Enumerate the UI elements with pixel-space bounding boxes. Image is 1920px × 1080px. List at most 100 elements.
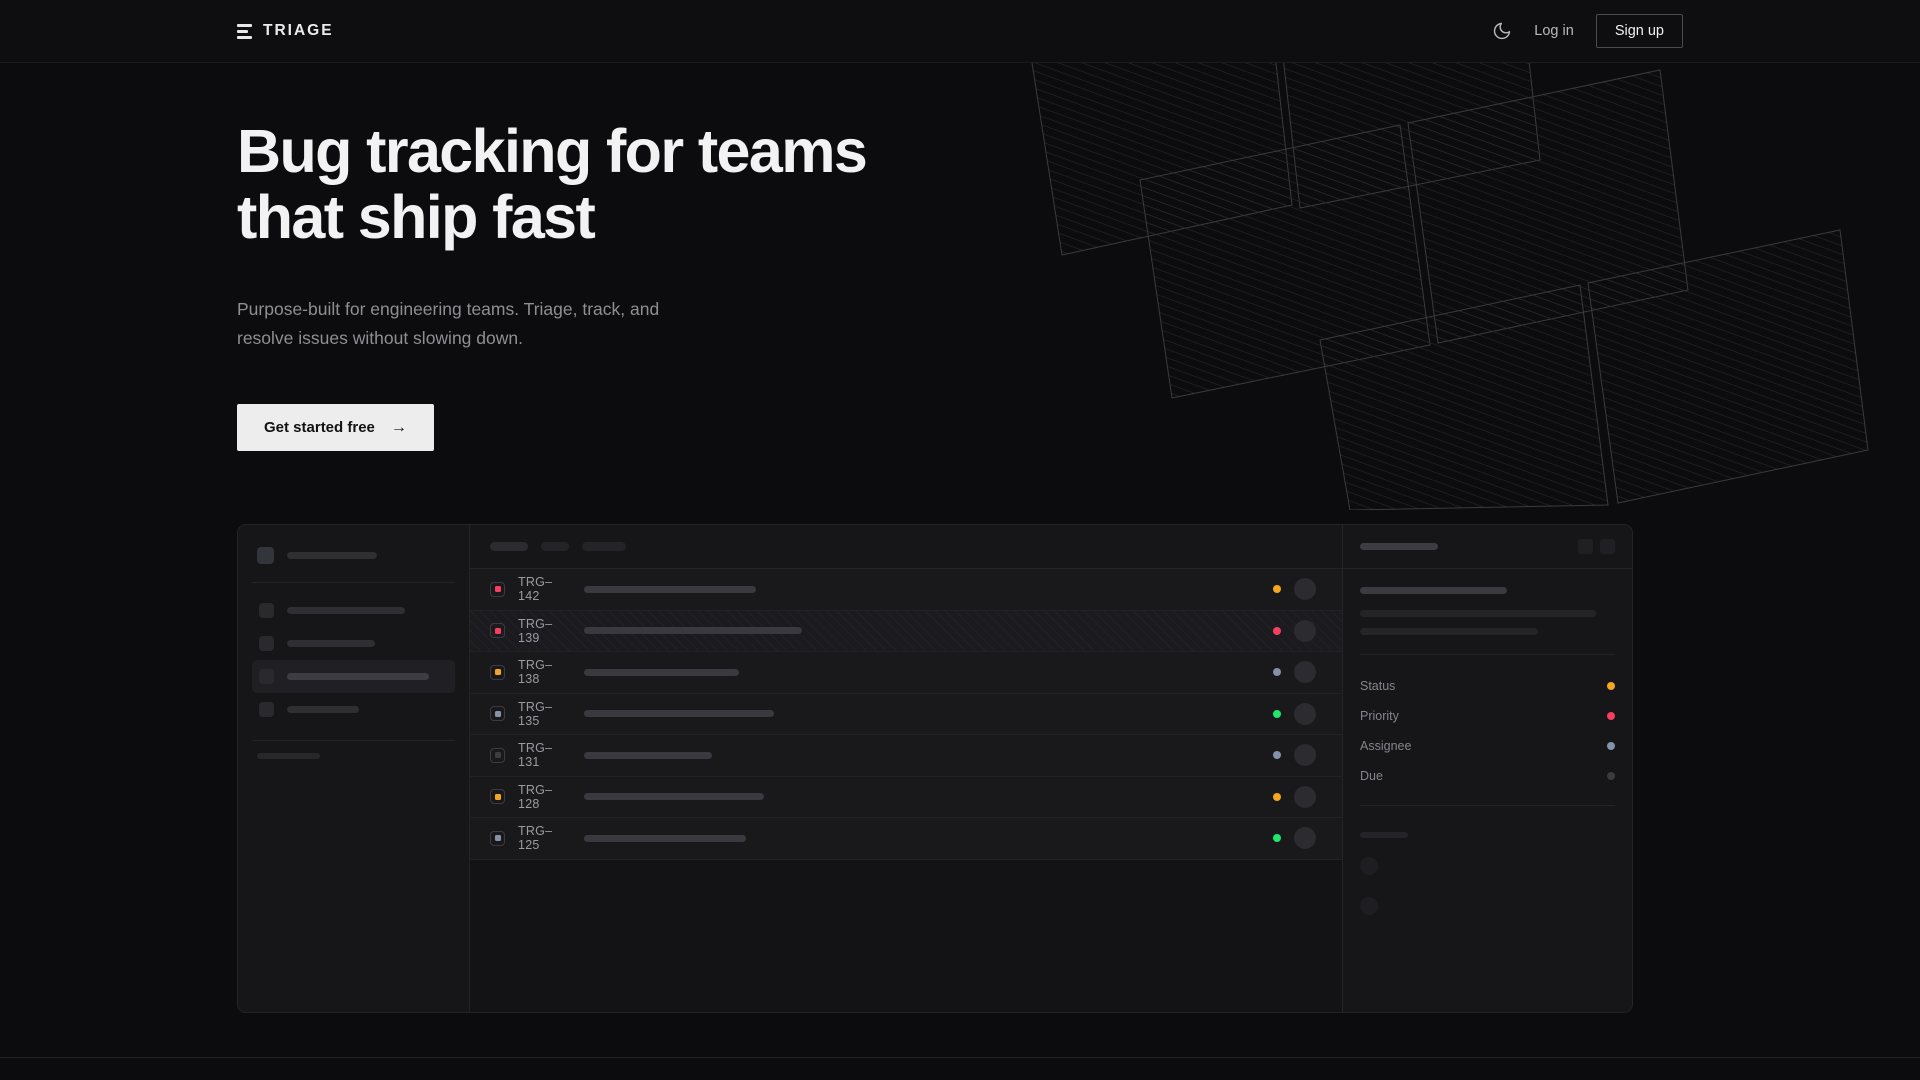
detail-body: Status Priority Assignee Due bbox=[1343, 569, 1632, 822]
detail-divider bbox=[1360, 654, 1615, 655]
status-dot bbox=[1273, 626, 1281, 635]
comment-avatar bbox=[1360, 897, 1378, 915]
workspace-name-skeleton bbox=[287, 552, 377, 559]
site-header: TRIAGE Log in Sign up bbox=[0, 0, 1920, 63]
sidebar-mini-item[interactable] bbox=[252, 781, 455, 789]
issue-rows: TRG–142 TRG–139 TRG–138 TRG–135 bbox=[470, 569, 1342, 860]
priority-indicator bbox=[490, 581, 505, 597]
issue-title-skeleton bbox=[584, 710, 774, 718]
triage-logo-icon bbox=[237, 23, 252, 39]
toolbar-control[interactable] bbox=[582, 542, 626, 551]
table-row[interactable]: TRG–135 bbox=[470, 694, 1342, 735]
status-dot bbox=[1273, 792, 1281, 801]
workspace-switcher[interactable] bbox=[252, 541, 455, 576]
status-dot bbox=[1273, 834, 1281, 843]
meta-value-dot bbox=[1607, 682, 1615, 690]
mockup-sidebar bbox=[238, 525, 470, 1012]
issue-id: TRG–135 bbox=[518, 699, 553, 728]
hero-subheading: Purpose-built for engineering teams. Tri… bbox=[237, 299, 660, 348]
row-meta bbox=[1273, 785, 1316, 808]
moon-icon[interactable] bbox=[1492, 21, 1512, 41]
issue-title-skeleton bbox=[584, 793, 764, 801]
signup-button[interactable]: Sign up bbox=[1595, 14, 1683, 48]
issue-id: TRG–125 bbox=[518, 824, 553, 853]
issue-id: TRG–131 bbox=[518, 741, 553, 770]
header-actions: Log in Sign up bbox=[1492, 14, 1683, 48]
priority-indicator bbox=[490, 623, 505, 639]
meta-value-dot bbox=[1607, 772, 1615, 780]
hero-heading: Bug tracking for teams that ship fast bbox=[237, 117, 868, 252]
nav-item-label-skeleton bbox=[287, 673, 429, 680]
sidebar-nav-item[interactable] bbox=[252, 693, 455, 726]
sidebar-section-label-skeleton bbox=[257, 753, 320, 759]
meta-row[interactable]: Due bbox=[1360, 761, 1615, 791]
detail-heading-skeleton bbox=[1360, 587, 1507, 594]
table-row[interactable]: TRG–125 bbox=[470, 818, 1342, 860]
hero-section: Bug tracking for teams that ship fast Pu… bbox=[237, 117, 868, 452]
table-row[interactable]: TRG–142 bbox=[470, 569, 1342, 611]
table-row[interactable]: TRG–131 bbox=[470, 735, 1342, 777]
status-dot bbox=[1273, 585, 1281, 594]
list-empty-space bbox=[470, 859, 1342, 1012]
get-started-button[interactable]: Get started free → bbox=[237, 404, 434, 452]
avatar bbox=[1294, 702, 1316, 725]
table-row[interactable]: TRG–128 bbox=[470, 777, 1342, 818]
detail-actions bbox=[1578, 539, 1615, 554]
brand-logo[interactable]: TRIAGE bbox=[237, 22, 334, 40]
detail-action-button[interactable] bbox=[1578, 539, 1593, 554]
login-link[interactable]: Log in bbox=[1534, 23, 1574, 39]
issue-title-skeleton bbox=[584, 751, 712, 759]
meta-row[interactable]: Priority bbox=[1360, 701, 1615, 731]
priority-indicator bbox=[490, 789, 505, 805]
status-dot bbox=[1273, 668, 1281, 677]
meta-value-dot bbox=[1607, 712, 1615, 720]
comment-avatar bbox=[1360, 857, 1378, 875]
row-meta bbox=[1273, 744, 1316, 767]
app-preview-mockup: TRG–142 TRG–139 TRG–138 TRG–135 bbox=[237, 524, 1633, 1013]
detail-text-skeleton bbox=[1360, 628, 1538, 635]
meta-label: Status bbox=[1360, 679, 1396, 693]
meta-row[interactable]: Assignee bbox=[1360, 731, 1615, 761]
sidebar-mini-item[interactable] bbox=[252, 813, 455, 821]
priority-indicator bbox=[490, 747, 505, 763]
detail-footer-label-skeleton bbox=[1360, 832, 1408, 838]
row-meta bbox=[1273, 619, 1316, 642]
issue-title-skeleton bbox=[584, 627, 802, 635]
sidebar-mini-item[interactable] bbox=[252, 845, 455, 853]
avatar bbox=[1294, 827, 1316, 850]
list-toolbar bbox=[470, 525, 1342, 569]
table-row[interactable]: TRG–138 bbox=[470, 652, 1342, 694]
toolbar-control[interactable] bbox=[541, 542, 569, 551]
status-dot bbox=[1273, 709, 1281, 718]
meta-label: Assignee bbox=[1360, 739, 1412, 753]
row-meta bbox=[1273, 827, 1316, 850]
sidebar-nav-item[interactable] bbox=[252, 594, 455, 627]
row-meta bbox=[1273, 578, 1316, 601]
sidebar-nav bbox=[252, 594, 455, 726]
nav-item-icon bbox=[259, 702, 274, 717]
decorative-line-art bbox=[1029, 40, 1869, 510]
table-row[interactable]: TRG–139 bbox=[470, 610, 1342, 652]
mockup-issue-list: TRG–142 TRG–139 TRG–138 TRG–135 bbox=[470, 525, 1342, 1012]
row-meta bbox=[1273, 702, 1316, 725]
arrow-right-icon: → bbox=[390, 418, 407, 436]
toolbar-control[interactable] bbox=[490, 542, 528, 551]
issue-title-skeleton bbox=[584, 834, 746, 842]
avatar bbox=[1294, 744, 1316, 767]
issue-id: TRG–139 bbox=[518, 616, 553, 645]
cta-label: Get started free bbox=[264, 419, 375, 437]
status-dot bbox=[1273, 751, 1281, 760]
detail-action-button[interactable] bbox=[1600, 539, 1615, 554]
sidebar-nav-item[interactable] bbox=[252, 660, 455, 693]
issue-id: TRG–128 bbox=[518, 782, 553, 811]
detail-text-skeleton bbox=[1360, 610, 1596, 617]
issue-id: TRG–138 bbox=[518, 658, 553, 687]
workspace-avatar bbox=[257, 547, 274, 564]
sidebar-nav-item[interactable] bbox=[252, 627, 455, 660]
mockup-detail-panel: Status Priority Assignee Due bbox=[1342, 525, 1632, 1012]
meta-row[interactable]: Status bbox=[1360, 671, 1615, 701]
issue-title-skeleton bbox=[584, 585, 756, 593]
detail-divider-2 bbox=[1360, 805, 1615, 806]
brand-name: TRIAGE bbox=[263, 22, 334, 39]
